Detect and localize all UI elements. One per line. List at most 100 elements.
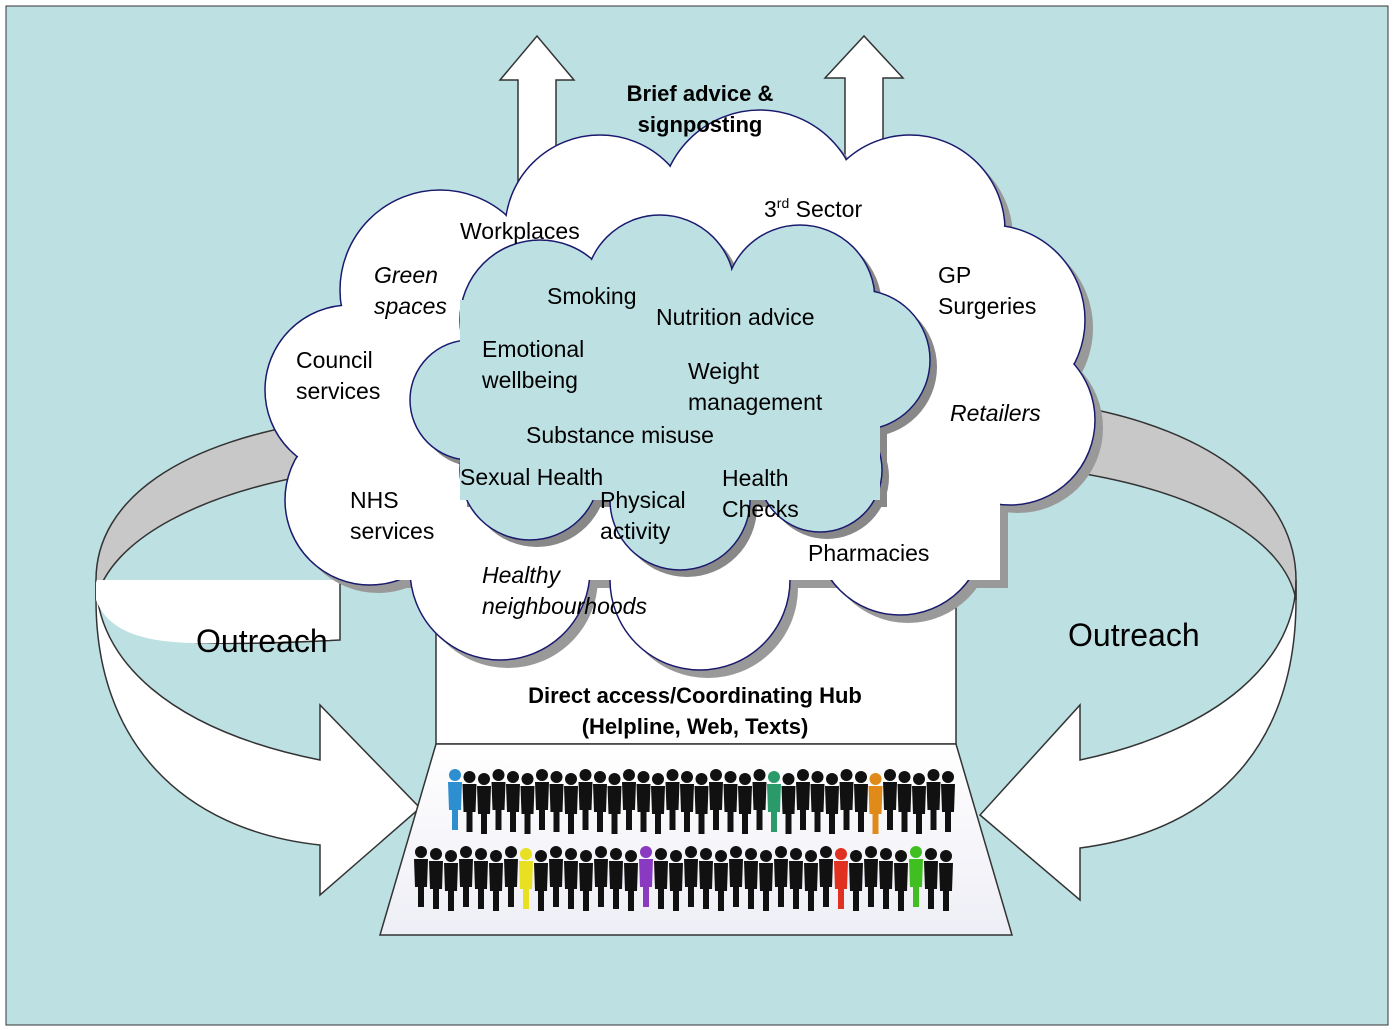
person-body [651, 786, 665, 834]
person-body [594, 859, 608, 907]
person-body [939, 863, 953, 911]
person-head [869, 773, 882, 785]
person-head [460, 846, 472, 858]
person-head [760, 850, 772, 862]
person-head [898, 771, 911, 783]
person-body [694, 786, 709, 834]
hub-label: Direct access/Coordinating Hub (Helpline… [528, 683, 862, 739]
person-figure [849, 850, 863, 911]
person-body [883, 782, 897, 830]
person-body [926, 782, 941, 830]
person-head [910, 846, 922, 858]
person-figure [939, 850, 953, 911]
person-head [880, 848, 892, 860]
person-body [622, 782, 636, 830]
person-figure [796, 769, 810, 830]
health-checks-label: Health Checks [722, 465, 799, 522]
person-head [855, 771, 867, 783]
person-head [739, 773, 751, 785]
person-body [912, 786, 926, 834]
person-head [507, 771, 519, 783]
person-head [850, 850, 862, 862]
third-sector-suffix: Sector [789, 196, 863, 222]
person-figure [714, 850, 728, 911]
crowd-people [414, 769, 955, 911]
person-body [819, 859, 833, 907]
inner-cloud-fill [411, 216, 929, 569]
person-body [879, 861, 893, 909]
sexual-health-label: Sexual Health [460, 464, 604, 490]
person-figure [894, 850, 908, 911]
person-figure [607, 773, 622, 834]
person-figure [414, 846, 428, 907]
person-body [609, 861, 623, 909]
physical-activity-label: Physical activity [600, 487, 686, 544]
person-figure [810, 771, 825, 832]
person-body [448, 782, 462, 830]
person-body [504, 859, 518, 907]
person-figure [941, 771, 955, 832]
person-figure [669, 850, 683, 911]
person-figure [729, 846, 743, 907]
person-head [652, 773, 664, 785]
person-body [767, 784, 781, 832]
person-body [636, 784, 651, 832]
person-head [608, 773, 621, 785]
person-body [519, 861, 533, 909]
person-head [505, 846, 517, 858]
person-body [897, 784, 912, 832]
person-head [768, 771, 780, 783]
person-figure [883, 769, 897, 830]
smoking-label: Smoking [547, 283, 637, 309]
person-figure [549, 771, 564, 832]
person-body [474, 861, 488, 909]
person-head [579, 769, 592, 781]
person-head [463, 771, 476, 783]
person-body [489, 863, 503, 911]
person-body [549, 784, 564, 832]
person-head [449, 769, 461, 781]
person-body [864, 859, 878, 907]
person-body [854, 784, 868, 832]
person-figure [868, 773, 883, 834]
person-figure [926, 769, 941, 830]
person-body [607, 786, 622, 834]
person-head [895, 850, 907, 862]
person-body [578, 782, 593, 830]
person-head [637, 771, 650, 783]
healthy-neighbourhoods-label: Healthy neighbourhoods [482, 562, 647, 619]
person-figure [564, 773, 578, 834]
person-figure [759, 850, 773, 911]
person-figure [909, 846, 923, 907]
person-body [491, 782, 506, 830]
person-body [680, 784, 694, 832]
person-body [444, 863, 458, 911]
person-figure [444, 850, 458, 911]
person-body [639, 859, 653, 907]
person-head [681, 771, 693, 783]
person-body [579, 863, 593, 911]
person-head [820, 846, 832, 858]
person-body [738, 786, 752, 834]
person-body [429, 861, 443, 909]
person-head [745, 848, 757, 860]
person-body [414, 859, 428, 907]
person-head [550, 771, 563, 783]
person-body [459, 859, 473, 907]
third-sector-prefix: 3 [764, 196, 777, 222]
person-figure [593, 771, 607, 832]
person-figure [839, 769, 854, 830]
person-figure [578, 769, 593, 830]
person-head [640, 846, 652, 858]
person-figure [723, 771, 738, 832]
person-head [730, 846, 742, 858]
person-figure [520, 773, 535, 834]
person-body [868, 786, 883, 834]
person-figure [579, 850, 593, 911]
person-body [684, 859, 698, 907]
person-figure [709, 769, 723, 830]
person-head [840, 769, 853, 781]
person-figure [506, 771, 520, 832]
person-figure [489, 850, 503, 911]
person-head [580, 850, 592, 862]
